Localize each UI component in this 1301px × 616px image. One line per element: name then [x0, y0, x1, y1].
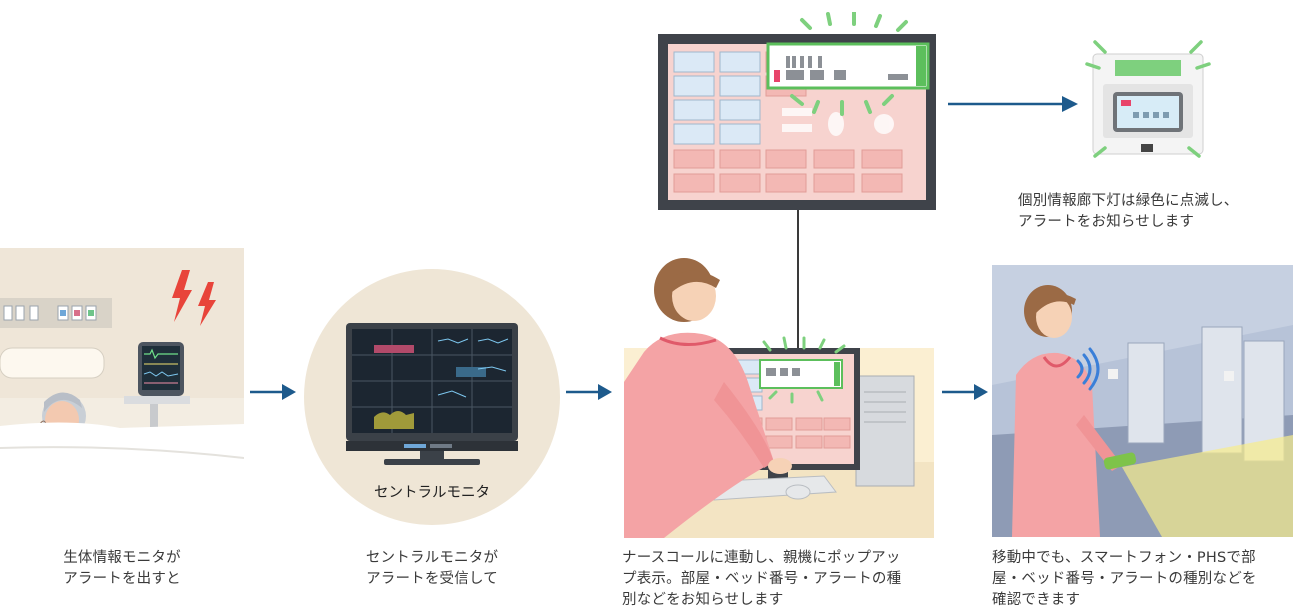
blink-lines-icon [790, 12, 908, 116]
master-unit-screen-illustration [658, 12, 936, 210]
arrow-right-icon [942, 382, 988, 402]
step-4-caption: 移動中でも、スマートフォン・PHSで部 屋・ベッド番号・アラートの種別などを 確… [992, 550, 1257, 608]
step-3-caption: ナースコールに連動し、親機にポップアッ プ表示。部屋・ベッド番号・アラートの種 … [622, 550, 902, 608]
nurse-station-illustration [624, 252, 934, 538]
corridor-nurse-illustration [992, 265, 1293, 537]
patient-room-illustration [0, 248, 244, 536]
central-monitor-illustration: セントラルモニタ [302, 267, 562, 527]
central-monitor-label: セントラルモニタ [374, 485, 490, 501]
arrow-right-icon [566, 382, 612, 402]
step-2-caption: セントラルモニタが アラートを受信して [365, 550, 499, 587]
arrow-right-icon [948, 94, 1078, 114]
lightning-icon [172, 270, 216, 326]
corridor-light-caption: 個別情報廊下灯は緑色に点滅し、 アラートをお知らせします [1018, 193, 1239, 230]
step-1-caption: 生体情報モニタが アラートを出すと [63, 550, 181, 587]
corridor-light-illustration [1085, 40, 1211, 160]
connector-line [797, 210, 799, 362]
arrow-right-icon [250, 382, 296, 402]
wireless-signal-icon [1076, 347, 1100, 391]
